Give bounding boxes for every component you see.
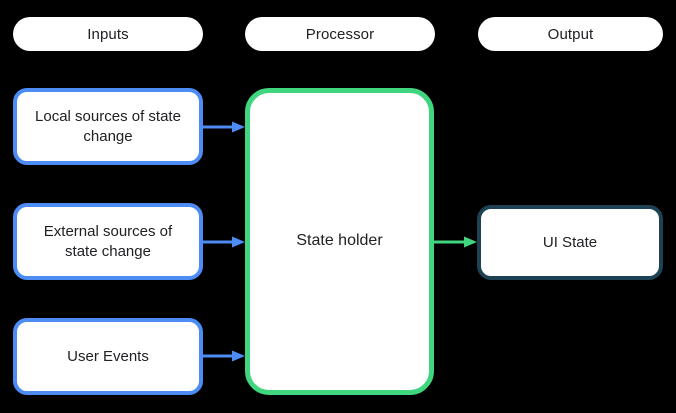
processor-box-state-holder: State holder <box>245 88 434 395</box>
column-header-processor: Processor <box>245 17 435 51</box>
output-box-ui-state-label: UI State <box>542 233 598 251</box>
column-header-inputs: Inputs <box>13 17 203 51</box>
column-header-processor-label: Processor <box>305 25 375 43</box>
input-box-external-sources-label: External sources of state change <box>43 223 173 260</box>
arrow-user-events-to-state-holder-icon <box>203 350 245 362</box>
input-box-user-events: User Events <box>13 318 203 395</box>
arrow-state-holder-to-ui-state-icon <box>434 236 477 248</box>
input-box-user-events-label: User Events <box>67 347 149 365</box>
output-box-ui-state: UI State <box>477 205 663 280</box>
arrow-local-sources-to-state-holder-icon <box>203 121 245 133</box>
input-box-local-sources: Local sources of state change <box>13 88 203 165</box>
arrow-external-sources-to-state-holder-icon <box>203 236 245 248</box>
column-header-output-label: Output <box>547 25 594 43</box>
input-box-local-sources-label: Local sources of state change <box>35 108 181 145</box>
column-header-output: Output <box>478 17 663 51</box>
processor-box-state-holder-label: State holder <box>296 232 383 250</box>
column-header-inputs-label: Inputs <box>87 25 129 43</box>
input-box-external-sources: External sources of state change <box>13 203 203 280</box>
